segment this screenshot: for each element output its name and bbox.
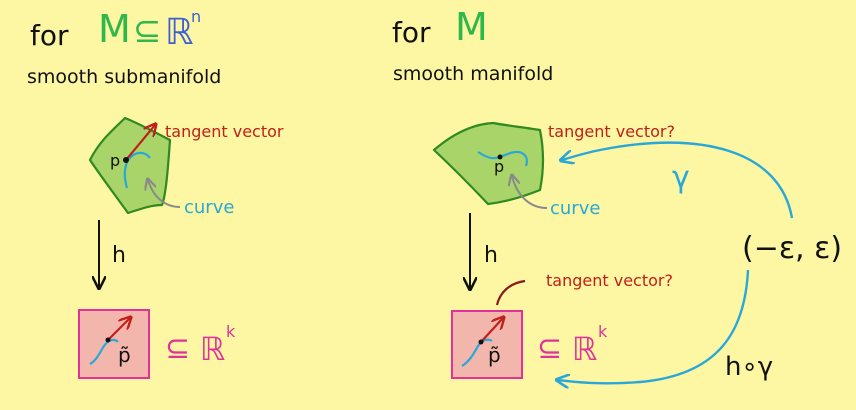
left-heading-subset: ⊆ xyxy=(133,11,162,51)
left-heading-exponent: n xyxy=(191,7,201,26)
right-point-dot xyxy=(497,154,503,160)
left-curve-pointer xyxy=(148,180,181,208)
left-chart-box xyxy=(78,309,150,379)
left-point-label: p xyxy=(110,151,120,170)
right-panel: for M smooth manifold p tangent vector? … xyxy=(392,5,842,383)
h-gamma-label: h∘γ xyxy=(725,352,773,382)
right-heading-M: M xyxy=(455,5,488,49)
right-curve xyxy=(477,150,529,167)
gamma-arrow xyxy=(562,141,794,219)
right-map-label: h xyxy=(484,243,498,268)
left-heading-R: ℝ xyxy=(165,12,194,53)
right-curve-label: curve xyxy=(550,198,600,219)
right-tangent-label-bottom: tangent vector? xyxy=(546,271,673,290)
right-subtitle: smooth manifold xyxy=(393,63,553,85)
right-image-tangent-arrow xyxy=(480,318,503,343)
right-chart-box xyxy=(451,310,523,379)
right-target-exponent: k xyxy=(598,322,608,341)
right-heading-prefix: for xyxy=(392,16,431,49)
left-image-curve xyxy=(89,338,119,365)
right-curve-pointer xyxy=(512,176,548,209)
interval-label: (−ε, ε) xyxy=(742,231,842,266)
left-target-R: ℝ xyxy=(200,330,225,368)
right-image-point-dot xyxy=(478,339,484,345)
left-target-subset: ⊆ xyxy=(165,331,190,366)
left-image-point-label: p̃ xyxy=(118,343,131,367)
right-tangent-label-top: tangent vector? xyxy=(548,122,675,141)
left-heading-prefix: for xyxy=(30,19,69,52)
left-point-dot xyxy=(123,157,129,163)
left-image-tangent-arrow xyxy=(107,318,130,341)
left-map-label: h xyxy=(112,243,126,268)
left-image-point-dot xyxy=(105,337,111,343)
left-curve-label: curve xyxy=(184,197,234,218)
right-point-label: p xyxy=(494,157,504,176)
right-target-subset: ⊆ xyxy=(537,331,562,366)
left-panel: for M ⊆ ℝ n smooth submanifold p tangent… xyxy=(27,7,284,379)
right-tangent-pointer-bottom xyxy=(495,279,526,306)
left-tangent-label: tangent vector xyxy=(165,122,284,141)
left-subtitle: smooth submanifold xyxy=(27,66,221,88)
left-target-exponent: k xyxy=(226,322,236,341)
right-image-curve xyxy=(461,338,493,367)
gamma-label: γ xyxy=(672,160,690,195)
left-tangent-arrow xyxy=(125,125,155,161)
left-heading-M: M xyxy=(98,7,131,51)
right-target-R: ℝ xyxy=(572,330,597,368)
h-gamma-arrow xyxy=(558,269,750,383)
right-image-point-label: p̃ xyxy=(488,343,501,367)
